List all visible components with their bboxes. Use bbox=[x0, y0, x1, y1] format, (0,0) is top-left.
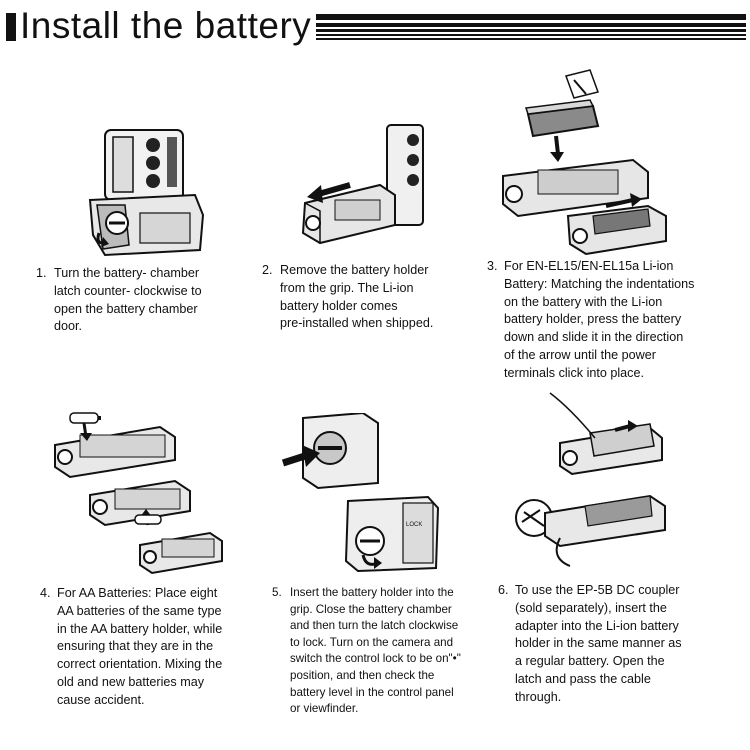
step-6-line-6: latch and pass the cable bbox=[515, 671, 651, 686]
step-3-line-5: down and slide it in the direction bbox=[504, 330, 684, 345]
step-4-caption: 4. For AA Batteries: Place eight AA batt… bbox=[40, 585, 222, 710]
step-3-line-6: of the arrow until the power bbox=[504, 347, 656, 362]
step-6-number: 6. bbox=[498, 583, 509, 597]
step-5-caption: 5. Insert the battery holder into the gr… bbox=[272, 585, 461, 718]
step-6-line-1: To use the EP-5B DC coupler bbox=[515, 583, 680, 597]
step-1-line-2: latch counter- clockwise to bbox=[54, 283, 202, 298]
step-2-line-3: battery holder comes bbox=[280, 298, 398, 313]
step-2-number: 2. bbox=[262, 263, 273, 277]
step-6-illustration bbox=[510, 388, 670, 568]
lock-label: LOCK bbox=[406, 522, 422, 528]
step-6-line-5: a regular battery. Open the bbox=[515, 654, 665, 669]
step-3-line-2: Battery: Matching the indentations bbox=[504, 276, 695, 291]
step-1-line-3: open the battery chamber bbox=[54, 301, 198, 316]
header-left-bar bbox=[6, 13, 16, 41]
step-5-number: 5. bbox=[272, 586, 282, 599]
step-5-line-4: to lock. Turn on the camera and bbox=[290, 635, 454, 649]
page-header: Install the battery bbox=[0, 0, 750, 50]
step-3-line-1: For EN-EL15/EN-EL15a Li-ion bbox=[504, 259, 674, 273]
step-1-caption: 1. Turn the battery- chamber latch count… bbox=[36, 265, 202, 336]
step-3-caption: 3. For EN-EL15/EN-EL15a Li-ion Battery: … bbox=[487, 258, 694, 383]
step-2-line-4: pre-installed when shipped. bbox=[280, 316, 434, 331]
step-4-line-2: AA batteries of the same type bbox=[57, 603, 222, 618]
step-1-number: 1. bbox=[36, 266, 47, 280]
step-4-line-4: ensuring that they are in the bbox=[57, 639, 214, 654]
step-1-illustration bbox=[85, 125, 220, 260]
step-6-line-2: (sold separately), insert the bbox=[515, 600, 667, 615]
header-stripes bbox=[316, 14, 746, 40]
step-5-line-3: and then turn the latch clockwise bbox=[290, 619, 459, 633]
step-3-line-4: battery holder, press the battery bbox=[504, 312, 682, 327]
step-3-number: 3. bbox=[487, 259, 498, 273]
step-5-line-1: Insert the battery holder into the bbox=[290, 586, 454, 599]
step-1-line-4: door. bbox=[54, 319, 83, 334]
step-2-caption: 2. Remove the battery holder from the gr… bbox=[262, 262, 433, 333]
step-4-number: 4. bbox=[40, 586, 51, 600]
step-4-illustration bbox=[50, 405, 225, 575]
step-4-line-5: correct orientation. Mixing the bbox=[57, 657, 223, 672]
step-5-line-2: grip. Close the battery chamber bbox=[290, 602, 452, 616]
step-5-line-5: switch the control lock to be on"•" bbox=[290, 652, 461, 666]
step-5-line-8: or viewfinder. bbox=[290, 702, 359, 716]
step-2-line-1: Remove the battery holder bbox=[280, 263, 429, 277]
step-2-line-2: from the grip. The Li-ion bbox=[280, 280, 414, 295]
step-3-illustration bbox=[498, 66, 673, 261]
step-1-line-1: Turn the battery- chamber bbox=[54, 266, 200, 280]
step-4-line-7: cause accident. bbox=[57, 692, 145, 707]
step-4-line-3: in the AA battery holder, while bbox=[57, 621, 223, 636]
step-3-line-7: terminals click into place. bbox=[504, 365, 644, 380]
step-5-illustration: LOCK bbox=[278, 413, 453, 573]
page-title: Install the battery bbox=[20, 5, 312, 46]
step-2-illustration bbox=[295, 115, 430, 250]
step-4-line-1: For AA Batteries: Place eight bbox=[57, 586, 218, 600]
step-3-line-3: on the battery with the Li-ion bbox=[504, 294, 663, 309]
step-6-line-4: holder in the same manner as bbox=[515, 636, 682, 651]
step-6-line-3: adapter into the Li-ion battery bbox=[515, 618, 679, 633]
step-6-line-7: through. bbox=[515, 689, 562, 704]
step-6-caption: 6. To use the EP-5B DC coupler (sold sep… bbox=[498, 582, 682, 707]
step-4-line-6: old and new batteries may bbox=[57, 674, 205, 689]
step-5-line-6: position, and then check the bbox=[290, 668, 435, 682]
step-5-line-7: battery level in the control panel bbox=[290, 685, 454, 699]
